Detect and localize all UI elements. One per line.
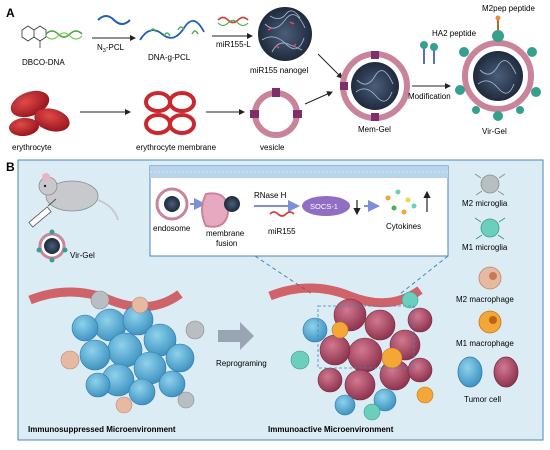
mouse-illustration <box>38 173 119 221</box>
panel-b-label: B <box>6 160 15 174</box>
ha2-peptide-label: HA2 peptide <box>432 29 477 38</box>
dbco-dna-label: DBCO-DNA <box>22 58 65 67</box>
mem-gel-label: Mem-Gel <box>358 125 391 134</box>
arrow-a6 <box>304 91 333 105</box>
vir-gel <box>455 15 541 121</box>
vir-gel-small-icon <box>36 229 68 263</box>
legend: M2 microglia M1 microglia M2 macrophage … <box>456 173 519 404</box>
cytokines-label: Cytokines <box>386 222 421 231</box>
n3-pcl-label: N3-PCL <box>97 43 125 54</box>
mir155-nanogel-label: miR155 nanogel <box>250 66 308 75</box>
vesicle <box>250 88 302 138</box>
ha2-peptide-icon <box>420 41 438 64</box>
rnase-h-label: RNase H <box>254 191 287 200</box>
vesicle-label: vesicle <box>260 143 285 152</box>
membrane-fusion-label-2: fusion <box>216 239 237 248</box>
erythrocyte-membrane <box>144 91 196 135</box>
reprograming-arrow <box>218 322 254 350</box>
immunosuppressed-label: Immunosuppressed Microenvironment <box>28 425 176 434</box>
syringe-icon <box>28 198 57 228</box>
legend-m1-microglia-icon <box>474 217 506 240</box>
legend-tumor-cell-icon <box>457 356 519 388</box>
legend-m2-macrophage: M2 macrophage <box>456 295 514 304</box>
mem-gel <box>340 51 410 121</box>
reprograming-label: Reprograming <box>216 359 267 368</box>
erythrocyte-label: erythrocyte <box>12 143 52 152</box>
arrow-a3 <box>317 53 343 79</box>
membrane-fusion-label-1: membrane <box>206 229 245 238</box>
dna-g-pcl-label: DNA-g-PCL <box>148 53 191 62</box>
mir155-nanogel <box>258 7 312 61</box>
legend-tumor-cell: Tumor cell <box>464 395 501 404</box>
immunoactive-tissue <box>268 283 434 421</box>
m2pep-peptide-label: M2pep peptide <box>482 4 535 13</box>
mir155-label: miR155 <box>268 227 296 236</box>
mir155-strand <box>269 211 295 217</box>
modification-label: Modification <box>408 92 451 101</box>
endosome-icon <box>155 187 189 221</box>
n3-pcl-strand <box>97 15 131 25</box>
immunosuppressed-tissue <box>28 287 205 414</box>
dbco-dna-molecule <box>21 25 83 48</box>
mir155-l-strand <box>217 16 249 24</box>
legend-m1-macrophage: M1 macrophage <box>456 339 514 348</box>
dna-g-pcl-molecule <box>139 20 205 41</box>
cytokines-icon <box>385 189 417 215</box>
erythrocyte-membrane-label: erythrocyte membrane <box>136 143 217 152</box>
legend-m2-macrophage-icon <box>478 266 502 290</box>
svg-text:SOCS-1: SOCS-1 <box>310 202 338 211</box>
socs1-badge: SOCS-1 <box>302 196 350 216</box>
endosome-label: endosome <box>153 224 191 233</box>
vir-gel-b-label: Vir-Gel <box>70 251 95 260</box>
panel-a-label: A <box>6 6 15 20</box>
membrane-fusion-icon <box>201 192 240 228</box>
vir-gel-label: Vir-Gel <box>482 127 507 136</box>
legend-m2-microglia: M2 microglia <box>462 199 508 208</box>
erythrocyte-cells <box>9 90 70 137</box>
legend-m1-microglia: M1 microglia <box>462 243 508 252</box>
legend-m2-microglia-icon <box>474 173 506 196</box>
panel-b: B Vir-Gel end <box>6 159 544 441</box>
immunoactive-label: Immunoactive Microenvironment <box>268 425 394 434</box>
mir155-l-label: miR155-L <box>216 40 251 49</box>
legend-m1-macrophage-icon <box>478 310 502 334</box>
panel-a: A DBCO-DNA N3-PCL DNA-g-PCL miR155-L <box>6 4 541 152</box>
